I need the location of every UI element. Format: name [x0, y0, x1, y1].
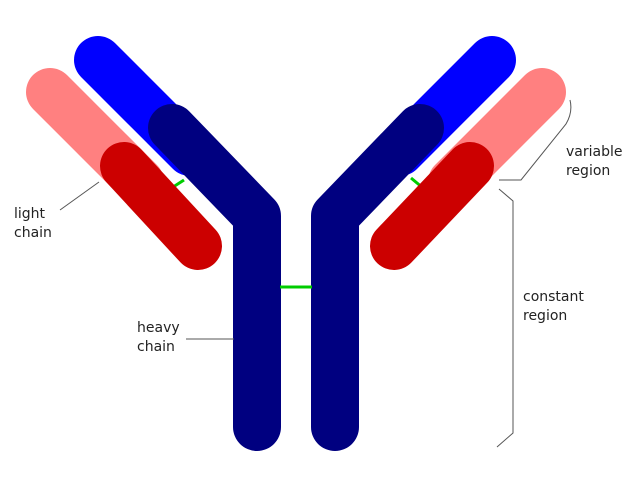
variable-region-label-line1: variable — [566, 144, 623, 160]
heavy-chain-label-line2: chain — [137, 339, 175, 355]
heavy-chain-label-line1: heavy — [137, 320, 180, 336]
variable-region-bracket — [499, 99, 572, 181]
constant-region-label-line2: region — [523, 308, 568, 324]
light-chain-constant-left — [100, 142, 222, 270]
light-chain-label-line2: chain — [14, 225, 52, 241]
heavy-chain-constant-left — [148, 104, 281, 451]
constant-region-label-line1: constant — [523, 289, 584, 305]
variable-region-label: variable region — [566, 143, 622, 181]
variable-region-label-line2: region — [566, 163, 611, 179]
constant-region-bracket — [496, 188, 514, 448]
heavy-chain-constant-right — [311, 104, 444, 451]
light-chain-constant-right — [370, 142, 494, 270]
heavy-chain-label: heavy chain — [137, 319, 180, 357]
light-chain-label: light chain — [14, 205, 52, 243]
light-chain-callout-line — [59, 181, 100, 211]
light-chain-label-line1: light — [14, 206, 46, 222]
constant-region-label: constant region — [523, 288, 584, 326]
